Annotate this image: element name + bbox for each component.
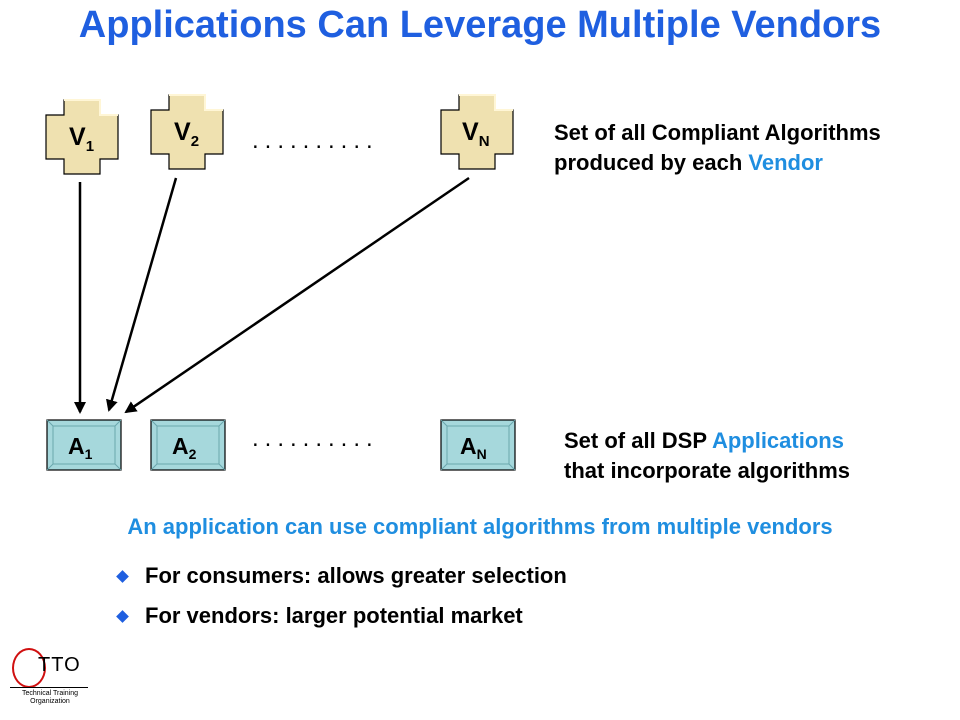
application-description-line1: Set of all DSP Applications	[564, 428, 844, 453]
application-node-n: AN	[440, 419, 516, 471]
diamond-bullet-icon	[116, 609, 129, 623]
bullet-item: For consumers: allows greater selection	[116, 556, 567, 596]
logo-divider	[10, 687, 88, 688]
vendor-label-2: V2	[174, 118, 199, 150]
page-title: Applications Can Leverage Multiple Vendo…	[78, 4, 882, 46]
vendor-label-1: V1	[69, 123, 94, 155]
application-node-1: A1	[46, 419, 122, 471]
bullet-item: For vendors: larger potential market	[116, 596, 567, 636]
vendor-node-n: VN	[440, 94, 514, 170]
vendor-ellipsis: ..........	[252, 127, 379, 154]
vendor-node-1: V1	[45, 99, 119, 175]
application-node-2: A2	[150, 419, 226, 471]
vendor-description-line1: Set of all Compliant Algorithms	[554, 120, 881, 145]
subheading: An application can use compliant algorit…	[127, 514, 833, 539]
application-label-1: A1	[68, 433, 93, 462]
application-label-n: AN	[460, 433, 487, 462]
diamond-bullet-icon	[116, 569, 129, 583]
vendor-label-n: VN	[462, 118, 490, 150]
vendor-highlight: Vendor	[748, 150, 823, 175]
vendor-description: Set of all Compliant Algorithms produced…	[554, 118, 881, 178]
vendor-node-2: V2	[150, 94, 224, 170]
application-highlight: Applications	[711, 428, 844, 453]
application-label-2: A2	[172, 433, 197, 462]
logo-text: TTO	[38, 654, 81, 676]
vendor-description-line2: produced by each Vendor	[554, 150, 823, 175]
tto-logo: TTO Technical Training Organization	[8, 648, 98, 714]
arrow-v2-a1	[106, 177, 178, 412]
arrow-vn-a1	[124, 176, 470, 414]
application-description: Set of all DSP Applications that incorpo…	[564, 426, 850, 486]
bullet-list: For consumers: allows greater selection …	[116, 556, 567, 636]
application-description-line2: that incorporate algorithms	[564, 458, 851, 483]
application-ellipsis: ..........	[252, 425, 379, 452]
logo-subtitle: Technical Training Organization	[21, 690, 79, 705]
